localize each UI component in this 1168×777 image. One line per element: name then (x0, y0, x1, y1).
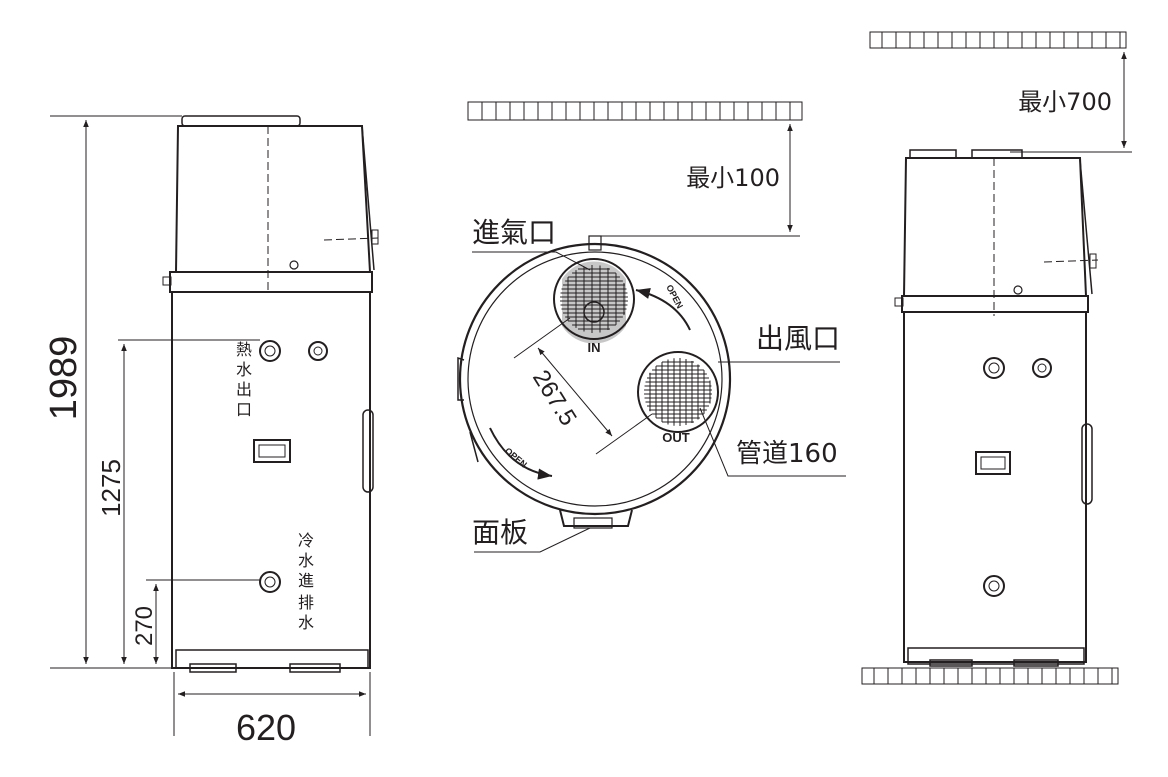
label-duct: 管道160 (736, 439, 838, 469)
svg-text:進: 進 (298, 571, 314, 590)
svg-text:水: 水 (298, 613, 314, 632)
dimension-height-hot-outlet: 1275 (96, 459, 126, 517)
label-in: IN (588, 340, 601, 355)
svg-text:水: 水 (298, 551, 314, 570)
svg-text:冷: 冷 (298, 531, 314, 550)
label-drain: 排 水 (298, 593, 314, 632)
front-view-right (861, 31, 1132, 685)
dimension-height-total: 1989 (43, 336, 85, 421)
dimension-clearance-top-duct: 最小100 (686, 164, 780, 192)
dimension-clearance-top: 最小700 (1018, 88, 1112, 116)
label-air-inlet: 進氣口 (472, 216, 556, 249)
svg-text:出: 出 (236, 380, 252, 399)
label-out: OUT (662, 430, 690, 445)
dimension-width: 620 (236, 707, 296, 748)
svg-text:排: 排 (298, 593, 314, 612)
dimension-duct-spacing: 267.5 (527, 365, 582, 430)
dimension-height-cold-inlet: 270 (131, 606, 158, 646)
svg-text:熱: 熱 (236, 340, 252, 359)
label-panel: 面板 (472, 516, 528, 549)
label-open-bottom: OPEN (503, 446, 529, 470)
top-view-middle (457, 101, 846, 553)
label-cold-water-inlet: 冷 水 進 (298, 531, 314, 590)
svg-text:水: 水 (236, 360, 252, 379)
svg-text:口: 口 (236, 400, 252, 419)
label-air-outlet: 出風口 (756, 322, 840, 355)
label-hot-water-outlet: 熱 水 出 口 (236, 340, 252, 419)
left-dimension-lines (50, 115, 371, 736)
side-view-left (162, 115, 379, 673)
